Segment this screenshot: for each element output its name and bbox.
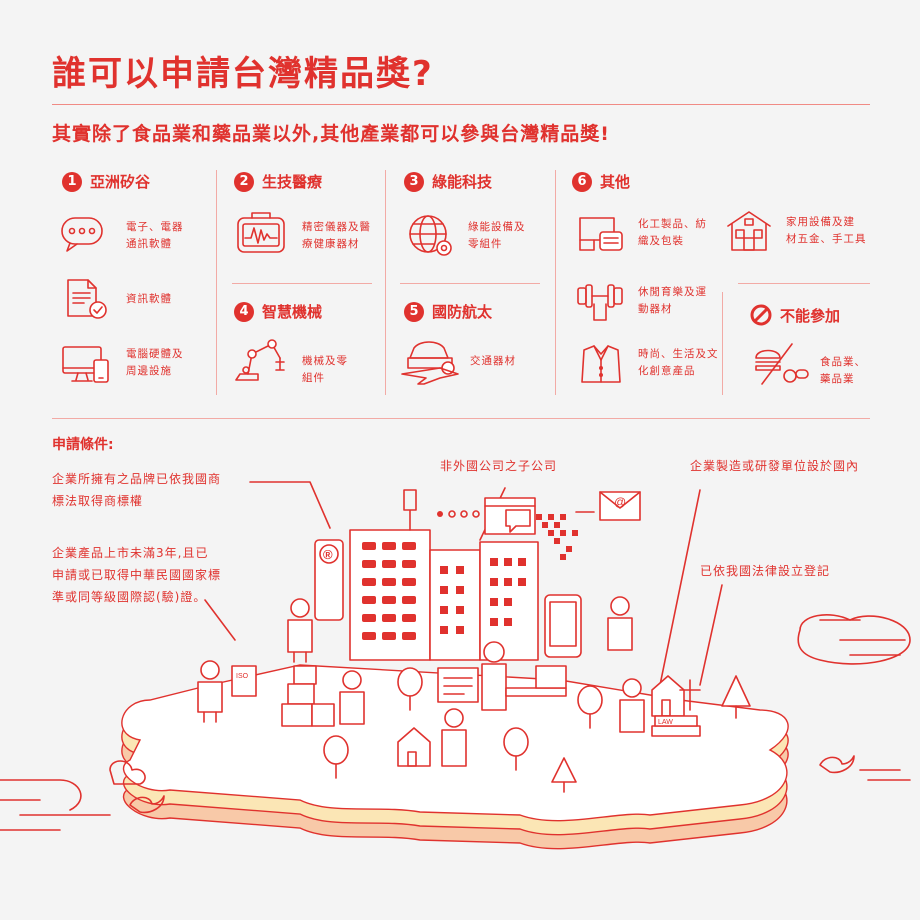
condition-registered-locally: 已依我國法律設立登記	[700, 564, 831, 578]
chat-bubble-icon	[61, 217, 103, 252]
category-label: 生技醫療	[262, 173, 323, 191]
grid-divider	[400, 283, 540, 284]
excluded-heading: 不能參加	[750, 304, 840, 326]
category-item: 食品業、 藥品業	[820, 356, 866, 385]
person-figure	[619, 678, 645, 733]
leader-line	[659, 489, 701, 686]
burger-pill-icon	[755, 343, 809, 385]
category-number: 4	[234, 301, 254, 322]
page-title: 誰可以申請台灣精品獎?	[52, 54, 434, 94]
medical-monitor-icon	[237, 212, 285, 253]
category-number: 2	[234, 171, 254, 192]
category-label: 國防航太	[432, 303, 493, 321]
category-5-heading: 5 國防航太	[404, 301, 492, 322]
grid-divider	[738, 283, 870, 284]
category-item: 休閒育樂及運 動器材	[638, 286, 707, 315]
category-number: 6	[572, 171, 592, 192]
grid-divider	[722, 292, 723, 395]
category-item: 時尚、生活及文 化創意產品	[638, 348, 719, 377]
shirt-icon	[581, 345, 621, 383]
grid-divider	[232, 283, 372, 284]
page-subtitle: 其實除了食品業和藥品業以外,其他產業都可以參與台灣精品獎!	[52, 123, 610, 145]
fabric-roll-icon	[579, 217, 623, 251]
leader-line	[249, 481, 331, 529]
category-label: 綠能科技	[432, 173, 493, 191]
person-figure	[287, 598, 313, 663]
category-item: 電子、電器 通訊軟體	[126, 221, 184, 250]
dumbbell-icon	[577, 284, 623, 321]
category-number: 5	[404, 301, 424, 322]
grid-divider	[555, 170, 556, 395]
vehicle-plane-icon	[401, 341, 459, 385]
category-1-heading: 1 亞洲矽谷	[62, 171, 150, 192]
conditions-heading: 申請條件:	[52, 437, 114, 453]
condition-not-foreign-subsidiary: 非外國公司之子公司	[440, 459, 558, 473]
condition-trademark: 企業所擁有之品牌已依我國商 標法取得商標權	[52, 472, 222, 508]
grid-divider	[385, 170, 386, 395]
leader-line	[699, 584, 723, 686]
person-figure	[339, 670, 365, 725]
robot-arm-icon	[235, 339, 285, 381]
condition-domestic-rnd: 企業製造或研發單位設於國內	[690, 459, 860, 473]
category-item: 機械及零 組件	[302, 355, 348, 384]
category-number: 3	[404, 171, 424, 192]
category-2-heading: 2 生技醫療	[234, 171, 322, 192]
person-figure	[481, 641, 507, 711]
trademark-symbol: ®	[323, 547, 333, 562]
email-at-icon: @	[614, 495, 626, 509]
category-item: 精密儀器及醫 療健康器材	[302, 221, 371, 250]
condition-certification: 企業產品上市未滿3年,且已 申請或已取得中華民國國家標 準或同等級國際認(驗)證…	[52, 546, 222, 604]
category-item: 化工製品、紡 織及包裝	[638, 218, 707, 247]
category-label: 其他	[600, 173, 631, 191]
person-figure	[607, 596, 633, 651]
category-item: 電腦硬體及 周邊設施	[126, 348, 184, 377]
law-book: LAW	[658, 719, 673, 726]
category-4-heading: 4 智慧機械	[234, 301, 322, 322]
person-figure	[197, 660, 223, 723]
category-number: 1	[62, 171, 82, 192]
title-divider	[52, 104, 870, 105]
grid-divider	[216, 170, 217, 395]
category-label: 亞洲矽谷	[90, 173, 151, 191]
computer-phone-icon	[62, 346, 109, 383]
category-6-heading: 6 其他	[572, 171, 630, 192]
globe-gear-icon	[409, 215, 452, 256]
house-icon	[727, 211, 771, 251]
category-item: 家用設備及建 材五金、手工具	[786, 216, 867, 245]
island-city-illustration: @ ® ISO LAW	[0, 481, 911, 850]
category-item: 交通器材	[470, 355, 516, 367]
category-label: 智慧機械	[262, 303, 323, 321]
section-divider	[52, 418, 870, 419]
leader-line	[204, 599, 236, 641]
category-item: 資訊軟體	[126, 293, 172, 305]
iso-certificate: ISO	[236, 673, 249, 680]
person-figure	[441, 708, 467, 767]
document-check-icon	[67, 279, 107, 319]
category-item: 綠能設備及 零組件	[468, 221, 526, 250]
prohibited-icon	[750, 304, 772, 326]
category-3-heading: 3 綠能科技	[404, 171, 492, 192]
excluded-label: 不能參加	[780, 306, 841, 325]
